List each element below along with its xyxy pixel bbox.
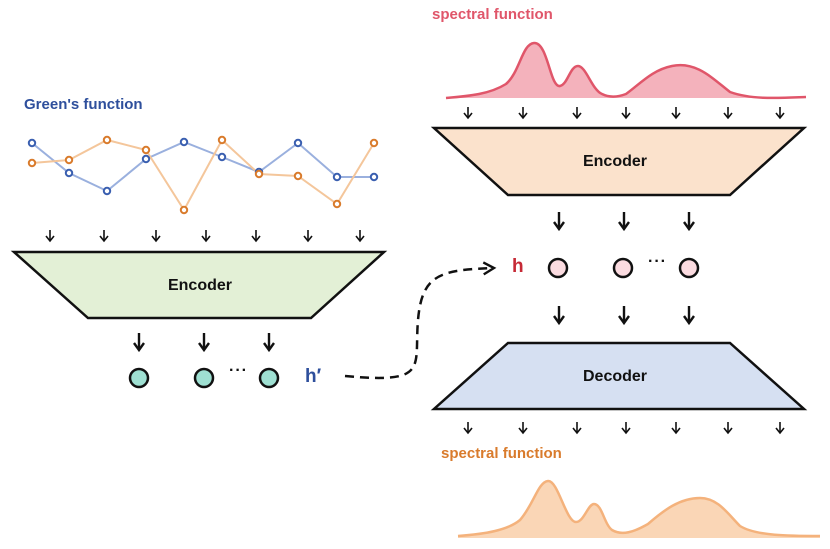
down-arrow-icon — [553, 212, 565, 232]
spectral-function-bottom-curve — [457, 479, 821, 538]
latent-node-left-2 — [193, 367, 215, 389]
down-arrow-icon — [133, 333, 145, 353]
down-arrow-icon — [463, 107, 473, 120]
down-arrow-icon — [723, 422, 733, 435]
greens-blue-point — [64, 168, 74, 178]
down-arrow-icon — [518, 422, 528, 435]
greens-blue-point — [141, 154, 151, 164]
latent-node-right-2 — [612, 257, 634, 279]
greens-blue-point — [102, 186, 112, 196]
down-arrow-icon — [723, 107, 733, 120]
latent-node-right-3 — [678, 257, 700, 279]
spectral-function-bottom-title: spectral function — [441, 445, 562, 462]
greens-orange-point — [369, 138, 379, 148]
greens-orange-point — [217, 135, 227, 145]
encoder-right-block — [430, 126, 808, 197]
greens-series-orange-line — [31, 138, 375, 212]
greens-blue-point — [332, 172, 342, 182]
greens-orange-point — [179, 205, 189, 215]
greens-series-orange-points — [27, 135, 379, 215]
down-arrow-icon — [775, 107, 785, 120]
down-arrow-icon — [572, 422, 582, 435]
down-arrow-icon — [303, 230, 313, 243]
down-arrow-icon — [463, 422, 473, 435]
down-arrow-icon — [671, 422, 681, 435]
input-arrows — [45, 107, 785, 435]
greens-orange-point — [332, 199, 342, 209]
down-arrow-icon — [683, 306, 695, 326]
down-arrow-icon — [251, 230, 261, 243]
decoder-block — [430, 341, 808, 411]
latent-h-prime-label: h′ — [305, 366, 322, 387]
ellipsis-right: ··· — [648, 253, 667, 270]
spectral-function-top-title: spectral function — [432, 6, 553, 23]
latent-node-left-1 — [128, 367, 150, 389]
down-arrow-icon — [518, 107, 528, 120]
down-arrow-icon — [201, 230, 211, 243]
greens-blue-point — [369, 172, 379, 182]
down-arrow-icon — [45, 230, 55, 243]
greens-blue-point — [293, 138, 303, 148]
greens-blue-point — [27, 138, 37, 148]
down-arrow-icon — [621, 107, 631, 120]
down-arrow-icon — [151, 230, 161, 243]
greens-function-plot — [27, 135, 379, 215]
greens-blue-point — [179, 137, 189, 147]
down-arrow-icon — [775, 422, 785, 435]
greens-orange-point — [254, 169, 264, 179]
down-arrow-icon — [618, 212, 630, 232]
greens-series-blue-line — [31, 140, 374, 193]
greens-orange-point — [293, 171, 303, 181]
latent-h-label: h — [512, 256, 524, 277]
down-arrow-icon — [263, 333, 275, 353]
latent-node-right-1 — [547, 257, 569, 279]
greens-orange-point — [27, 158, 37, 168]
down-arrow-icon — [683, 212, 695, 232]
greens-orange-point — [102, 135, 112, 145]
decoder-label: Decoder — [582, 368, 648, 385]
spectral-function-top-curve — [445, 41, 807, 100]
greens-orange-point — [64, 155, 74, 165]
down-arrow-icon — [355, 230, 365, 243]
greens-series-blue-points — [27, 137, 379, 196]
encoder-left-block — [10, 250, 388, 320]
encoder-left-label: Encoder — [167, 277, 232, 294]
greens-blue-point — [217, 152, 227, 162]
greens-orange-point — [141, 145, 151, 155]
down-arrow-icon — [671, 107, 681, 120]
down-arrow-icon — [553, 306, 565, 326]
down-arrow-icon — [198, 333, 210, 353]
latent-node-left-3 — [258, 367, 280, 389]
dashed-arrow-icon — [344, 261, 497, 380]
latent-arrows — [133, 212, 695, 353]
greens-function-title: Green's function — [24, 96, 143, 113]
down-arrow-icon — [621, 422, 631, 435]
down-arrow-icon — [99, 230, 109, 243]
down-arrow-icon — [572, 107, 582, 120]
ellipsis-left: ··· — [229, 362, 248, 379]
down-arrow-icon — [618, 306, 630, 326]
encoder-right-label: Encoder — [582, 153, 647, 170]
